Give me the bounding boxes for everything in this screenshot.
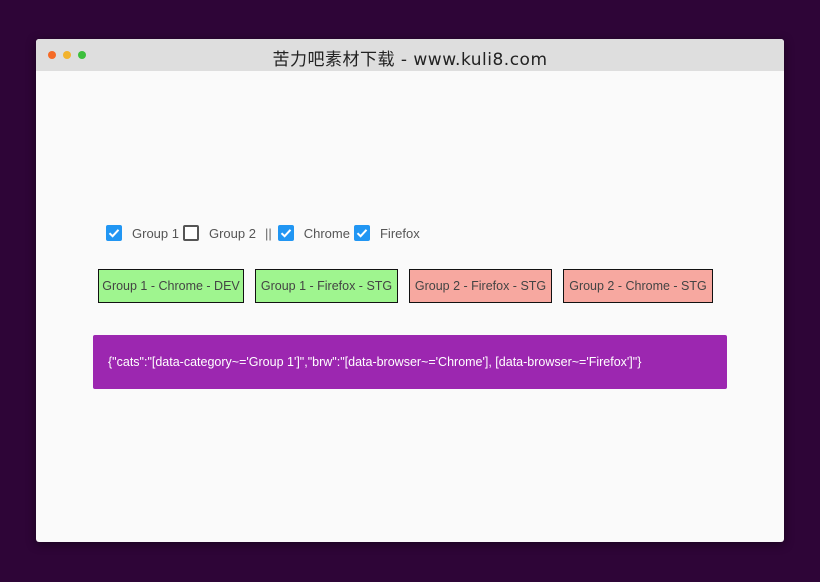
filter-bar: Group 1 Group 2 || Chrome Firefox — [106, 223, 424, 243]
group-1-checkbox[interactable] — [106, 225, 122, 241]
item-card: Group 2 - Firefox - STG — [409, 269, 552, 303]
group-1-label[interactable]: Group 1 — [132, 225, 179, 241]
group-2-label[interactable]: Group 2 — [208, 225, 256, 241]
close-window-dot[interactable] — [48, 51, 56, 59]
chrome-checkbox[interactable] — [277, 225, 294, 241]
page-content: Group 1 Group 2 || Chrome Firefox Group … — [36, 71, 784, 542]
item-card: Group 2 - Chrome - STG — [563, 269, 713, 303]
filter-separator: || — [264, 225, 272, 241]
browser-window: 苦力吧素材下载 - www.kuli8.com Group 1 Group 2 … — [36, 39, 784, 542]
filter-output-panel: {"cats":"[data-category~='Group 1']","br… — [93, 335, 727, 389]
title-bar: 苦力吧素材下载 - www.kuli8.com — [36, 39, 784, 71]
checkmark-icon — [108, 229, 120, 238]
checkmark-icon — [280, 229, 291, 238]
window-title: 苦力吧素材下载 - www.kuli8.com — [272, 50, 548, 70]
minimize-window-dot[interactable] — [63, 51, 71, 59]
item-list: Group 1 - Chrome - DEV Group 1 - Firefox… — [98, 269, 724, 303]
item-card: Group 1 - Firefox - STG — [255, 269, 398, 303]
firefox-checkbox[interactable] — [353, 225, 370, 241]
maximize-window-dot[interactable] — [78, 51, 86, 59]
chrome-label[interactable]: Chrome — [303, 225, 350, 241]
firefox-label[interactable]: Firefox — [379, 225, 420, 241]
item-card: Group 1 - Chrome - DEV — [98, 269, 244, 303]
checkmark-icon — [356, 229, 368, 238]
group-2-checkbox[interactable] — [182, 225, 199, 241]
